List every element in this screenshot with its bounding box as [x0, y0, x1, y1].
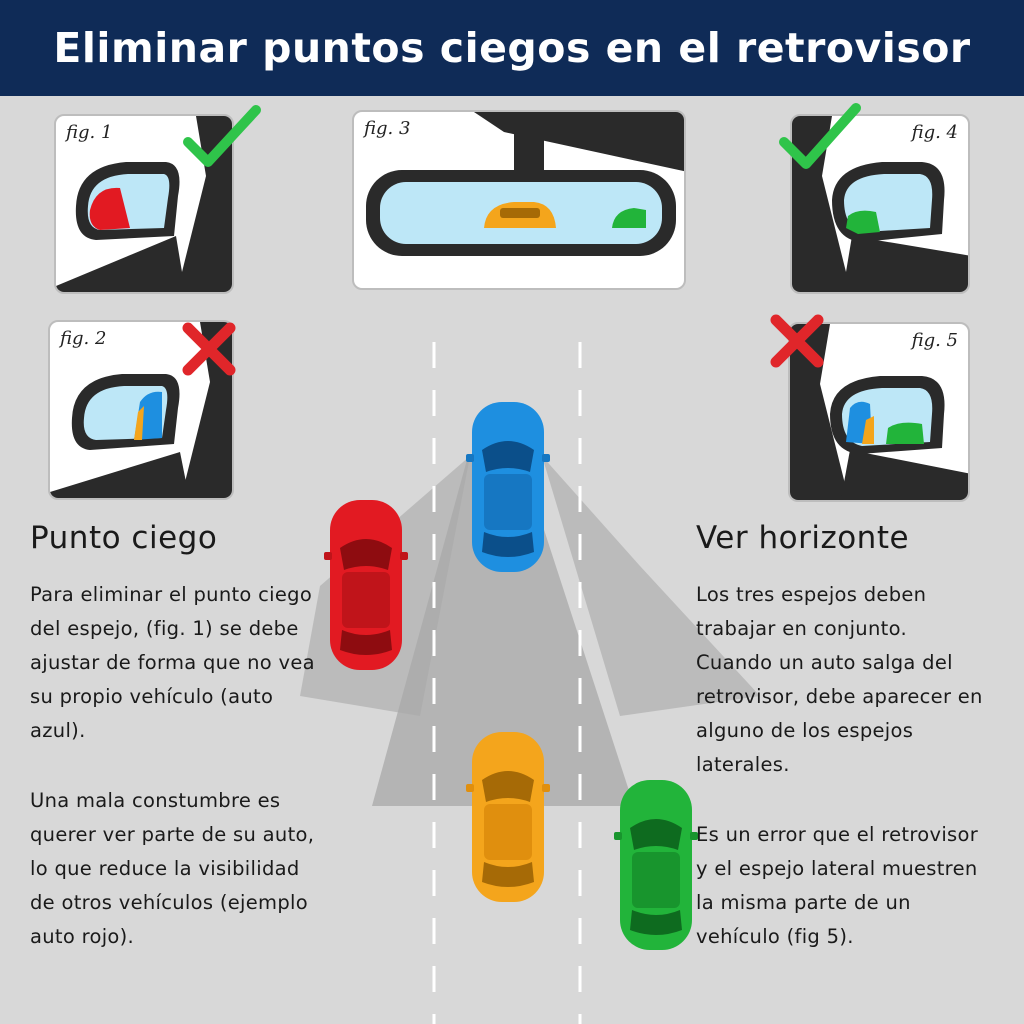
right-paragraph-2: Es un error que el retrovisor y el espej…	[696, 818, 978, 954]
car-green	[614, 780, 698, 950]
figure-1: fig. 1	[54, 114, 234, 294]
text-line: retrovisor, debe aparecer en	[696, 685, 983, 708]
left-paragraph-1: Para eliminar el punto ciego del espejo,…	[30, 578, 315, 748]
car-red	[324, 500, 408, 670]
view-cone-left	[372, 456, 634, 806]
text-line: alguno de los espejos	[696, 719, 914, 742]
figure-1-label: fig. 1	[66, 122, 113, 143]
figure-4-label: fig. 4	[911, 122, 958, 143]
text-line: querer ver parte de su auto,	[30, 823, 315, 846]
figure-5-label: fig. 5	[911, 330, 958, 351]
cross-icon-fig2	[182, 322, 236, 376]
text-line: su propio vehículo (auto	[30, 685, 274, 708]
text-line: ajustar de forma que no vea	[30, 651, 315, 674]
car-yellow	[466, 732, 550, 902]
right-heading: Ver horizonte	[696, 520, 910, 556]
left-heading: Punto ciego	[30, 520, 218, 556]
right-paragraph-1: Los tres espejos deben trabajar en conju…	[696, 578, 983, 782]
text-line: trabajar en conjunto.	[696, 617, 907, 640]
check-icon-fig4	[779, 103, 861, 169]
check-icon-fig1	[183, 105, 261, 167]
text-line: de otros vehículos (ejemplo	[30, 891, 308, 914]
figure-3: fig. 3	[352, 110, 686, 290]
text-line: Para eliminar el punto ciego	[30, 583, 313, 606]
road-scene: fig. 1 fig. 2	[0, 96, 1024, 1024]
text-line: Una mala constumbre es	[30, 789, 281, 812]
figure-3-label: fig. 3	[364, 118, 411, 139]
text-line: Los tres espejos deben	[696, 583, 927, 606]
car-blue	[466, 402, 550, 572]
text-line: auto rojo).	[30, 925, 135, 948]
text-line: vehículo (fig 5).	[696, 925, 854, 948]
page-title: Eliminar puntos ciegos en el retrovisor	[0, 0, 1024, 96]
text-line: laterales.	[696, 753, 790, 776]
text-line: Es un error que el retrovisor	[696, 823, 979, 846]
text-line: azul).	[30, 719, 86, 742]
left-paragraph-2: Una mala constumbre es querer ver parte …	[30, 784, 314, 954]
text-line: lo que reduce la visibilidad	[30, 857, 300, 880]
figure-5: fig. 5	[788, 322, 970, 502]
text-line: Cuando un auto salga del	[696, 651, 953, 674]
text-line: del espejo, (fig. 1) se debe	[30, 617, 299, 640]
figure-2-label: fig. 2	[60, 328, 107, 349]
text-line: la misma parte de un	[696, 891, 911, 914]
road-diagram	[300, 342, 760, 1024]
view-cone-rear-right	[542, 456, 760, 716]
text-line: y el espejo lateral muestren	[696, 857, 978, 880]
cross-icon-fig5	[770, 314, 824, 368]
